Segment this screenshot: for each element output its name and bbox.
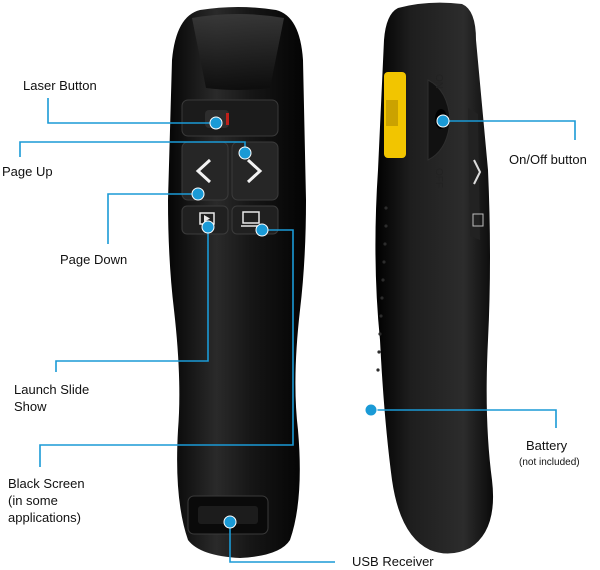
laser-button-label: Laser Button <box>23 78 97 93</box>
callout-on-off-button <box>443 120 576 140</box>
callout-launch-slide-show <box>55 227 209 372</box>
launch-slide-show-label: Launch Slide Show <box>14 382 90 414</box>
chevron-left-icon <box>195 158 212 184</box>
callout-usb-receiver <box>229 522 335 563</box>
presenter-front-view <box>168 7 306 558</box>
callout-laser-button <box>47 98 216 124</box>
switch-off-label: OFF <box>433 168 444 188</box>
page-up-label: Page Up <box>2 164 53 179</box>
battery-label: Battery <box>526 438 568 453</box>
black-screen-label: Black Screen (in some applications) <box>8 476 85 525</box>
callout-dots <box>191 114 450 529</box>
callout-black-screen <box>39 229 294 467</box>
chevron-right-icon <box>246 158 263 184</box>
presenter-side-view: ON OFF <box>375 2 494 554</box>
switch-on-label: ON <box>433 74 444 89</box>
usb-receiver-label: USB Receiver <box>352 554 434 569</box>
callout-page-down <box>107 193 198 244</box>
page-down-label: Page Down <box>60 252 128 267</box>
battery-note-label: (not included) <box>519 457 580 468</box>
callout-battery <box>371 409 557 428</box>
on-off-button-label: On/Off button <box>509 152 587 167</box>
